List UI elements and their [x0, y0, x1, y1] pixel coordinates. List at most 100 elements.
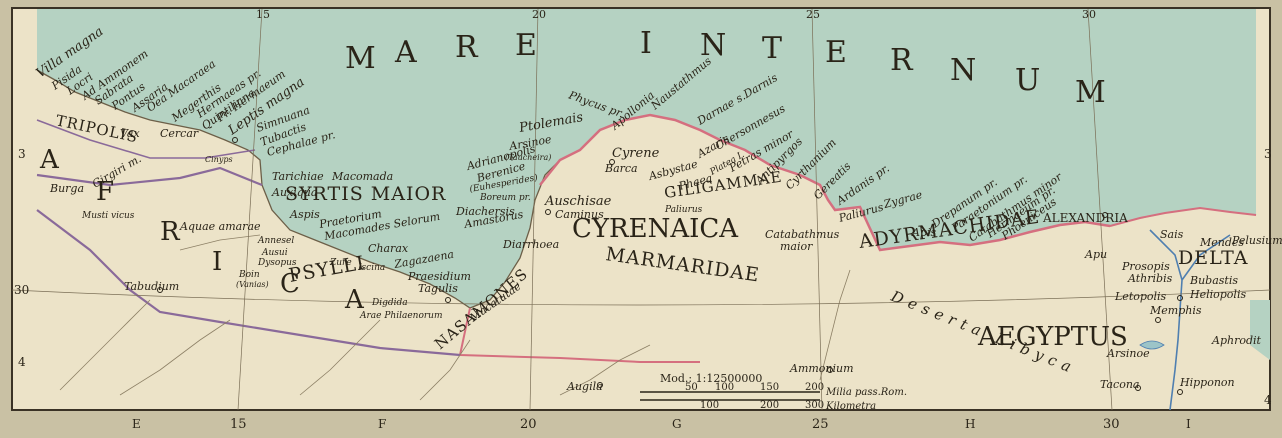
place-boreum-pr: Boreum pr. — [479, 193, 531, 203]
place-aphroditopolis: Aphrodit — [1211, 334, 1262, 347]
lat-left-label: 4 — [18, 355, 26, 369]
place-iscina: Iscina — [357, 263, 385, 273]
place-charax: Charax — [368, 242, 409, 255]
place-digdida: Digdida — [371, 298, 408, 308]
sea-letter: N — [950, 53, 978, 88]
lat-right-label: 4 — [1264, 393, 1272, 407]
scale-milia-tick: 50 — [685, 382, 698, 393]
graticule — [11, 8, 1271, 411]
lon-bottom-label: 15 — [230, 417, 247, 432]
scale-milia-tick: 100 — [715, 382, 734, 393]
place-apis: Apis — [911, 226, 937, 239]
sea-letter: N — [700, 28, 728, 63]
col-label: G — [672, 417, 682, 431]
place-diarrhoea: Diarrhoea — [502, 238, 559, 251]
place-tabudium: Tabudium — [124, 280, 179, 293]
place-sais: Sais — [1160, 228, 1184, 241]
sea-area — [37, 9, 1256, 308]
place-augila: Augila — [566, 380, 603, 393]
place-arsinoe-egypt: Arsinoe — [1106, 347, 1150, 360]
place-catabathmus: Catabathmus — [765, 228, 840, 241]
border-purple-africa — [36, 166, 461, 357]
place-prosopis: Prosopis — [1121, 260, 1170, 273]
town-markers — [157, 137, 1183, 395]
place-auschisae: Auschisae — [544, 194, 612, 209]
place-maior: maior — [780, 240, 813, 253]
wadis — [59, 234, 851, 401]
lake-moeris — [1139, 340, 1165, 350]
place-letopolis: Letopolis — [1114, 290, 1167, 303]
place-aquae-amarae: Aquae amarae — [179, 220, 261, 233]
region-aegyptus: AEGYPTUS — [977, 322, 1128, 352]
scale-km-tick: 300 — [805, 400, 824, 411]
lat-left-label: 3 — [18, 147, 26, 161]
place-burga: Burga — [49, 182, 84, 195]
place-apu: Apu — [1084, 248, 1107, 261]
place-taucheira: (Taucheira) — [505, 153, 551, 162]
region-delta: DELTA — [1178, 247, 1249, 269]
region-syrtis-maior: SYRTIS MAIOR — [285, 183, 446, 205]
place-tarichiae: Tarichiae — [272, 170, 324, 183]
place-cinyps: Cinyps — [205, 155, 233, 164]
place-caminus: Caminus — [555, 208, 604, 221]
region-cyrenaica: CYRENAICA — [572, 214, 739, 244]
red-sea-strip — [1250, 300, 1270, 360]
place-diachersis: Diachersis — [455, 205, 515, 218]
place-athribis: Athribis — [1127, 272, 1173, 285]
region-africa-letter: C — [280, 269, 300, 299]
region-africa-letter: R — [160, 217, 181, 247]
col-label: E — [132, 417, 141, 431]
sea-letter: M — [1075, 75, 1108, 110]
sea-letter: E — [825, 35, 849, 70]
place-tagulis: Tagulis — [418, 282, 458, 295]
sea-letter: A — [394, 35, 419, 70]
lat-right-label: 3 — [1264, 147, 1272, 161]
place-boin: Boin — [238, 270, 260, 280]
lon-top-label: 30 — [1082, 8, 1096, 21]
region-africa-letter: A — [39, 145, 60, 175]
place-cyrene: Cyrene — [612, 146, 660, 161]
place-heliopolis: Heliopolis — [1189, 288, 1246, 301]
place-cercar: Cercar — [160, 127, 199, 140]
place-hipponon: Hipponon — [1179, 376, 1235, 389]
grid-labels: 15 20 25 30 15 20 25 30 E F G H I 3 30 4… — [14, 8, 1272, 432]
scale-milia-label: Milia pass.Rom. — [825, 387, 907, 398]
sea-letter: R — [455, 30, 480, 65]
lon-top-label: 25 — [806, 8, 820, 21]
place-auxiqua: Auxiqua — [271, 186, 317, 199]
place-paliurus-inland: Paliurus — [664, 205, 703, 215]
scale-bar: Mod.: 1:12500000 50 100 150 200 Milia pa… — [640, 372, 907, 412]
sea-letter: E — [515, 28, 539, 63]
place-dysopus: Dysopus — [257, 258, 297, 268]
place-aspis: Aspis — [289, 208, 320, 221]
sea-letter: M — [345, 41, 378, 76]
place-alexandria: ALEXANDRIA — [1042, 211, 1128, 225]
lon-bottom-label: 25 — [812, 417, 829, 432]
place-vax: Vax — [120, 127, 140, 140]
lon-bottom-label: 20 — [520, 417, 537, 432]
place-annesel: Annesel — [257, 236, 294, 246]
sea-label: M A R E I N T E R N U M — [345, 26, 1108, 110]
scale-km-label: Kilometra — [825, 401, 876, 412]
place-mendes: Mendes — [1199, 236, 1244, 249]
place-memphis: Memphis — [1149, 304, 1202, 317]
nile-river — [1149, 229, 1231, 411]
lat-left-label: 30 — [14, 283, 29, 297]
col-label: H — [965, 417, 975, 431]
region-africa-letter: F — [96, 177, 114, 207]
place-praesidium: Praesidium — [407, 270, 471, 283]
sea-letter: U — [1015, 63, 1042, 98]
border-purple-tripolis — [36, 119, 256, 159]
place-ausui: Ausui — [261, 248, 288, 258]
lon-top-label: 15 — [256, 8, 270, 21]
border-pink-inland — [459, 206, 1257, 363]
place-arae-philaenorum: Arae Philaenorum — [359, 311, 443, 321]
place-bubastis: Bubastis — [1189, 274, 1238, 287]
place-ammonium: Ammonium — [789, 362, 854, 375]
place-zure: Zure — [329, 258, 352, 268]
scale-km-tick: 200 — [760, 400, 779, 411]
lon-bottom-label: 30 — [1103, 417, 1120, 432]
place-macomada: Macomada — [331, 170, 393, 183]
sea-letter: R — [890, 43, 915, 78]
